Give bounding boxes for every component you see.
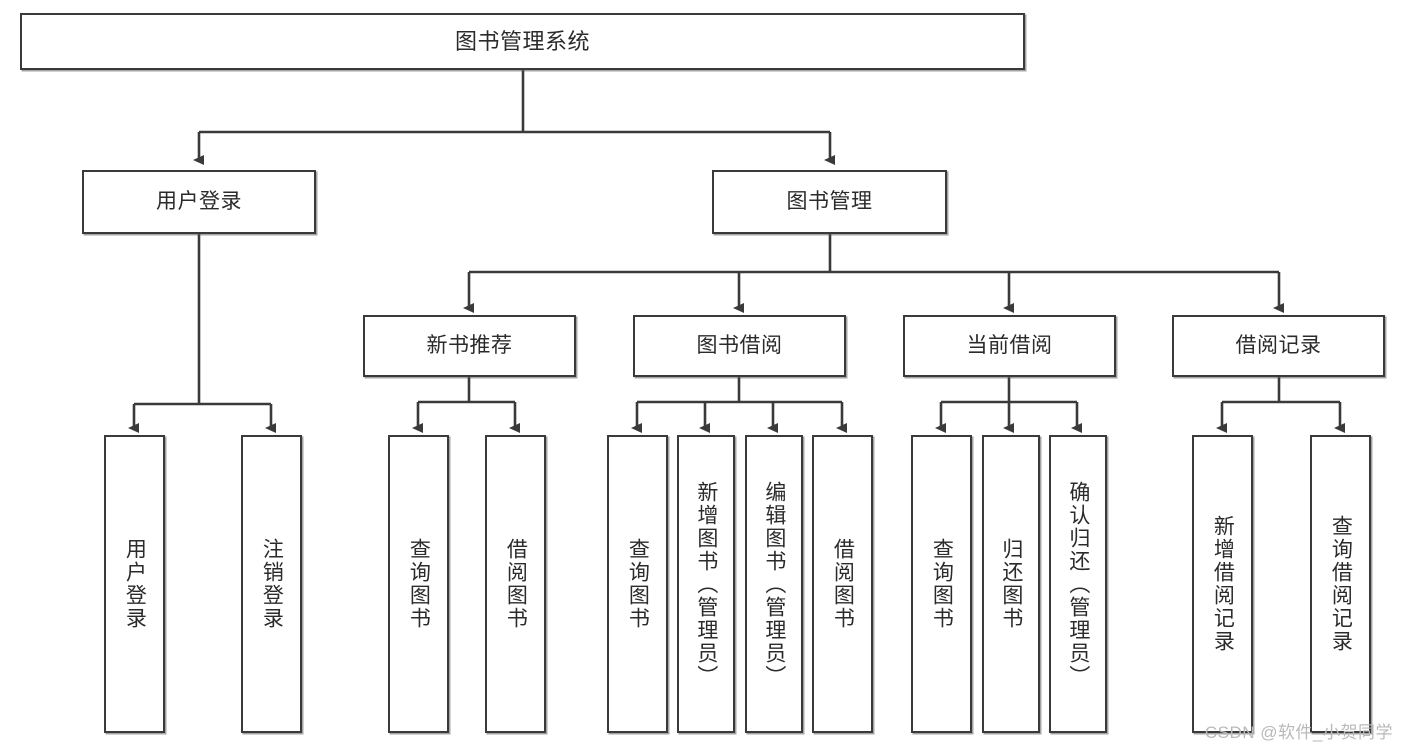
node-leaf-edit-book-admin[interactable]: 编辑图书（管理员）	[745, 435, 803, 733]
csdn-watermark: CSDN @软件_小贺同学	[1204, 723, 1393, 742]
node-label: 查询图书	[626, 538, 650, 630]
node-leaf-add-borrow-record[interactable]: 新增借阅记录	[1192, 435, 1253, 733]
node-leaf-borrow-book[interactable]: 借阅图书	[812, 435, 873, 733]
node-label: 确认归还（管理员）	[1066, 480, 1090, 688]
node-leaf-logout[interactable]: 注销登录	[241, 435, 302, 733]
node-user-login[interactable]: 用户登录	[82, 170, 316, 234]
node-label: 借阅图书	[831, 538, 855, 630]
node-leaf-confirm-return-admin[interactable]: 确认归还（管理员）	[1049, 435, 1107, 733]
node-label: 新增借阅记录	[1211, 515, 1235, 653]
node-label: 查询图书	[930, 538, 954, 630]
node-leaf-return-book[interactable]: 归还图书	[982, 435, 1040, 733]
node-leaf-borrow-book-recommend[interactable]: 借阅图书	[485, 435, 546, 733]
node-current-borrow[interactable]: 当前借阅	[903, 315, 1116, 377]
node-label: 归还图书	[999, 538, 1023, 630]
node-label: 查询借阅记录	[1329, 515, 1353, 653]
node-label: 借阅记录	[1235, 333, 1322, 357]
node-label: 查询图书	[407, 538, 431, 630]
node-book-borrow[interactable]: 图书借阅	[633, 315, 846, 377]
node-label: 图书管理系统	[454, 28, 590, 54]
node-label: 用户登录	[123, 538, 147, 630]
node-root-system[interactable]: 图书管理系统	[20, 13, 1025, 70]
node-label: 用户登录	[156, 189, 242, 213]
node-label: 当前借阅	[966, 333, 1053, 357]
node-new-book-recommend[interactable]: 新书推荐	[363, 315, 576, 377]
node-label: 新增图书（管理员）	[694, 480, 718, 688]
node-book-management[interactable]: 图书管理	[712, 170, 947, 234]
node-leaf-user-login[interactable]: 用户登录	[104, 435, 165, 733]
node-label: 图书管理	[786, 189, 873, 213]
node-label: 注销登录	[260, 538, 284, 630]
node-leaf-add-book-admin[interactable]: 新增图书（管理员）	[677, 435, 735, 733]
node-leaf-query-book-recommend[interactable]: 查询图书	[388, 435, 449, 733]
node-label: 图书借阅	[696, 333, 783, 357]
node-label: 编辑图书（管理员）	[762, 480, 786, 688]
node-leaf-query-book[interactable]: 查询图书	[607, 435, 668, 733]
node-label: 借阅图书	[504, 538, 528, 630]
node-leaf-query-borrow-record[interactable]: 查询借阅记录	[1310, 435, 1371, 733]
node-label: 新书推荐	[426, 333, 513, 357]
node-borrow-record[interactable]: 借阅记录	[1172, 315, 1385, 377]
node-leaf-query-book-current[interactable]: 查询图书	[911, 435, 972, 733]
